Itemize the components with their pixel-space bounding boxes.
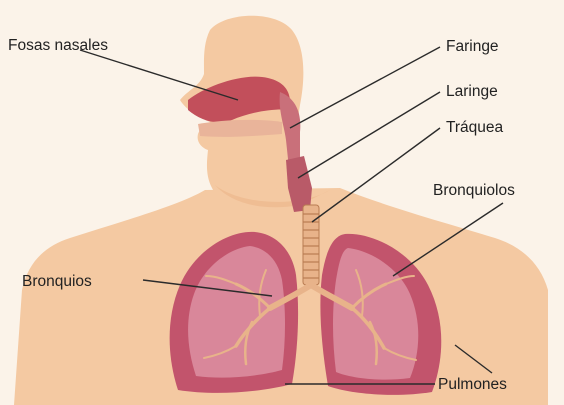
label-laringe: Laringe [446,83,498,100]
label-pulmones: Pulmones [438,376,507,393]
oral-cavity [198,120,282,137]
label-bronquiolos: Bronquiolos [433,182,515,199]
label-traquea: Tráquea [446,119,504,136]
label-faringe: Faringe [446,38,499,55]
label-fosas-nasales: Fosas nasales [8,37,108,54]
trachea [303,205,319,285]
label-bronquios: Bronquios [22,273,92,290]
leader-faringe [290,47,440,128]
leader-laringe [298,92,440,178]
